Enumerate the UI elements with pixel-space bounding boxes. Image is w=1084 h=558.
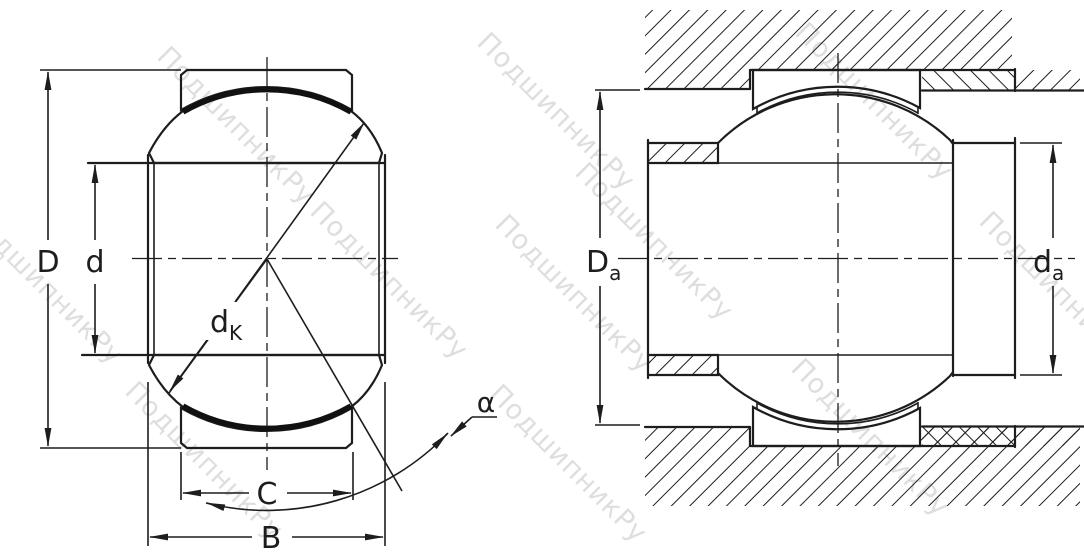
outer-ring-bottom [751, 405, 922, 448]
dimension-dK: dK [168, 122, 365, 394]
dim-label-Da: Da [586, 245, 621, 285]
housing-edge-strip-bottom [1015, 427, 1080, 446]
retainer-ring-bottom-crosshatch [922, 427, 1015, 446]
angle-arc [205, 432, 449, 512]
watermark-text: ПодшипникРу [973, 206, 1084, 377]
dk-label-backing [203, 302, 255, 340]
dim-label-C: C [257, 477, 278, 512]
dimension-da: da [1020, 142, 1064, 376]
outer-ring-top [751, 68, 922, 111]
retainer-ring-top [922, 70, 1015, 91]
dim-label-D: D [36, 245, 59, 280]
dim-label-B: B [261, 521, 282, 556]
tilt-ray [266, 258, 403, 492]
dim-label-dK: dK [210, 305, 243, 345]
abutment-sleeve-right [951, 136, 1017, 380]
dim-label-alpha: α [477, 386, 495, 419]
sphere-contact-arc-top [181, 86, 353, 115]
dimension-C: C [180, 452, 354, 512]
watermark-text: ПодшипникРу [151, 41, 322, 212]
dimension-B: B [147, 382, 386, 556]
dim-label-da: da [1033, 245, 1064, 285]
watermark-text: ПодшипникРу [471, 27, 642, 198]
dimension-Da: Da [586, 89, 640, 426]
sectional-view: D d dK α [36, 57, 497, 556]
watermark-text: ПодшипникРу [483, 379, 654, 550]
dim-label-d: d [85, 245, 104, 280]
tilt-angle-construction [205, 258, 449, 512]
watermark-text: ПодшипникРу [0, 201, 129, 372]
sphere-arc-bottom [716, 370, 955, 423]
watermark-text: ПодшипникРу [304, 196, 475, 367]
dimension-alpha: α [450, 386, 497, 437]
sphere-arc-top [716, 93, 955, 146]
dimension-D: D [36, 69, 181, 449]
sphere-contact-arc-bottom [181, 403, 353, 432]
dimension-d: d [85, 164, 105, 354]
mounted-view: Da da [586, 10, 1084, 506]
housing-edge-strip-top [1015, 70, 1080, 91]
